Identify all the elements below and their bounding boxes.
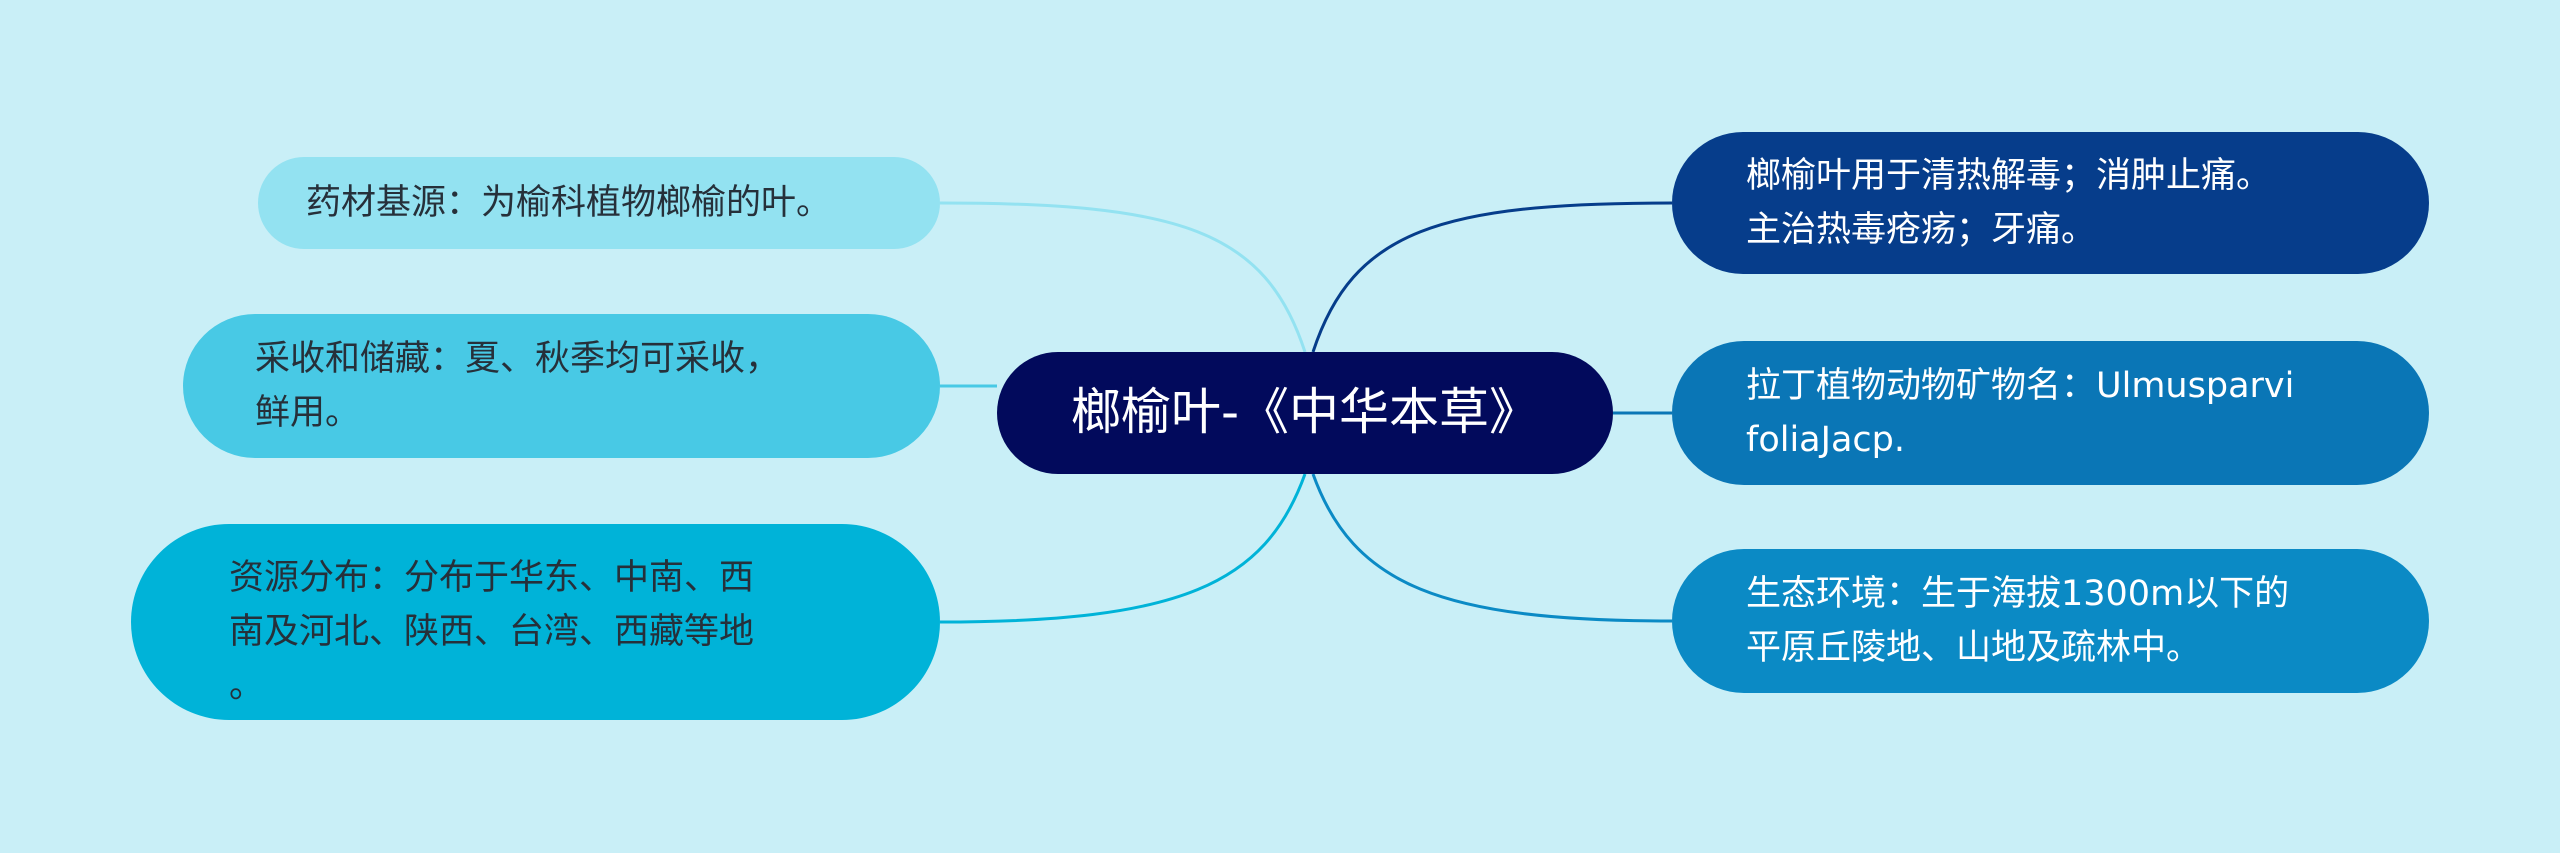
topic-habitat-text: 生态环境：生于海拔1300m以下的 平原丘陵地、山地及疏林中。 xyxy=(1746,573,2290,668)
link-left-1 xyxy=(939,201,1307,353)
central-topic-label: 榔榆叶-《中华本草》 xyxy=(1070,383,1540,442)
topic-usage-text: 榔榆叶用于清热解毒；消肿止痛。 主治热毒疮疡；牙痛。 xyxy=(1746,155,2272,250)
topic-harvest-storage-text: 采收和储藏：夏、秋季均可采收， 鲜用。 xyxy=(255,338,781,433)
topic-habitat[interactable]: 生态环境：生于海拔1300m以下的 平原丘陵地、山地及疏林中。 xyxy=(1672,549,2429,693)
topic-harvest-storage[interactable]: 采收和储藏：夏、秋季均可采收， 鲜用。 xyxy=(183,314,940,458)
topic-latin-name[interactable]: 拉丁植物动物矿物名：Ulmusparvi foliaJacp. xyxy=(1672,341,2429,485)
link-right-3 xyxy=(1311,473,1673,623)
central-topic[interactable]: 榔榆叶-《中华本草》 xyxy=(997,352,1613,474)
link-right-1 xyxy=(1311,201,1673,353)
topic-distribution-text: 资源分布：分布于华东、中南、西 南及河北、陕西、台湾、西藏等地 。 xyxy=(229,557,755,707)
topic-herb-source-text: 药材基源：为榆科植物榔榆的叶。 xyxy=(306,182,832,223)
topic-latin-name-text: 拉丁植物动物矿物名：Ulmusparvi foliaJacp. xyxy=(1746,365,2295,460)
link-left-3 xyxy=(939,473,1307,624)
topic-herb-source[interactable]: 药材基源：为榆科植物榔榆的叶。 xyxy=(258,157,940,249)
topic-distribution[interactable]: 资源分布：分布于华东、中南、西 南及河北、陕西、台湾、西藏等地 。 xyxy=(131,524,940,720)
topic-usage[interactable]: 榔榆叶用于清热解毒；消肿止痛。 主治热毒疮疡；牙痛。 xyxy=(1672,132,2429,274)
